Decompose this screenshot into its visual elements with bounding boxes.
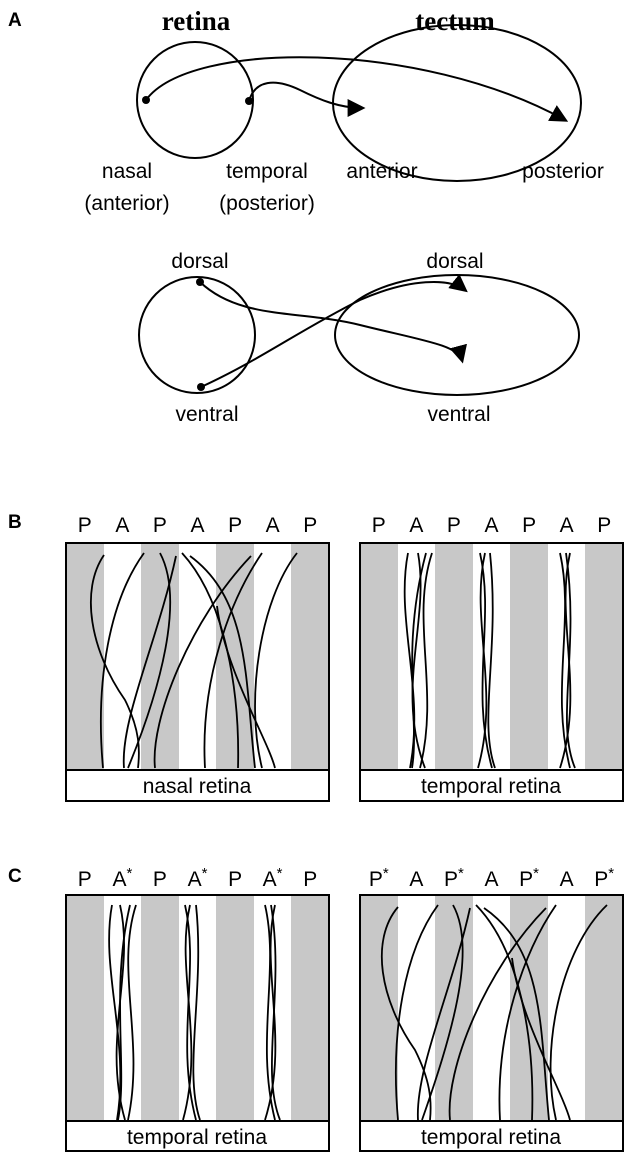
- strip-label: P*: [519, 865, 539, 891]
- nasal-dot: [142, 96, 150, 104]
- panel-b-left-box: nasal retina: [65, 542, 330, 802]
- strip-label: P*: [369, 865, 389, 891]
- stripe-p: [141, 543, 179, 770]
- stripe-p: [360, 543, 398, 770]
- panel-b: B nasal retina: [8, 512, 624, 802]
- nasal-sub-label: (anterior): [84, 192, 169, 215]
- ventral-to-dorsal-arrow: [200, 273, 468, 388]
- strip-label: P: [78, 514, 92, 537]
- panel-a-letter: A: [8, 10, 22, 31]
- strip-label: A*: [112, 865, 132, 891]
- caption-box: [65, 1120, 330, 1152]
- strip-label: P: [153, 514, 167, 537]
- stripe-p: [585, 543, 623, 770]
- stripe-p: [141, 895, 179, 1122]
- tectum-dorsal-label: dorsal: [426, 250, 483, 273]
- temporal-retina-caption-left: temporal retina: [127, 1126, 267, 1149]
- stripe-p: [216, 895, 254, 1122]
- retina-circle-top: [136, 41, 254, 159]
- tectum-title: tectum: [415, 6, 495, 36]
- caption-box: [359, 1120, 624, 1152]
- caption-box: [359, 769, 624, 802]
- panel-b-letter: B: [8, 512, 22, 533]
- panel-c-left-box: temporal retina: [65, 894, 330, 1152]
- temporal-retina-caption: temporal retina: [421, 775, 561, 798]
- strip-label: P: [228, 868, 242, 891]
- axon-curves: [89, 552, 298, 769]
- strip-label: A: [560, 868, 574, 891]
- panel-c: C temporal retina: [8, 866, 624, 1152]
- strip-label: A: [190, 514, 204, 537]
- stripe-p: [66, 543, 104, 770]
- stripe-p: [435, 543, 473, 770]
- strip-label: A: [560, 514, 574, 537]
- panel-c-letter: C: [8, 866, 22, 887]
- dorsal-to-ventral-arrow: [199, 281, 467, 364]
- tectum-ventral-label: ventral: [427, 403, 490, 426]
- stripe-p: [291, 543, 329, 770]
- temporal-sub-label: (posterior): [219, 192, 315, 215]
- strip-label: P*: [444, 865, 464, 891]
- strip-label: A: [409, 868, 423, 891]
- strip-label: P: [153, 868, 167, 891]
- stripe-bg: [66, 543, 329, 770]
- axon-curves: [403, 552, 576, 769]
- nasal-to-posterior-arrow: [145, 56, 569, 122]
- nasal-retina-caption: nasal retina: [143, 775, 252, 798]
- retina-ventral-label: ventral: [175, 403, 238, 426]
- retina-ventral-dot: [197, 383, 205, 391]
- posterior-label: posterior: [522, 160, 604, 183]
- tectum-ellipse-bottom: [334, 274, 580, 396]
- strip-label: P: [228, 514, 242, 537]
- strip-label: P: [303, 868, 317, 891]
- strip-label: P: [303, 514, 317, 537]
- strip-label: A: [409, 514, 423, 537]
- retina-circle-bottom: [138, 276, 256, 394]
- nasal-label: nasal: [102, 160, 152, 183]
- strip-label: A: [484, 868, 498, 891]
- stripe-p: [510, 895, 548, 1122]
- retina-dorsal-label: dorsal: [171, 250, 228, 273]
- temporal-label: temporal: [226, 160, 308, 183]
- stripe-p: [216, 543, 254, 770]
- strip-label: P*: [594, 865, 614, 891]
- strip-labels-c-left: P A* P A* P A* P: [78, 865, 317, 891]
- temporal-retina-caption-right: temporal retina: [421, 1126, 561, 1149]
- axon-curves: [108, 904, 281, 1121]
- stripe-p: [585, 895, 623, 1122]
- strip-label: A*: [188, 865, 208, 891]
- panel-c-right-box: temporal retina: [359, 894, 624, 1152]
- panel-a: A retina tectum nasal (anterior) tempora…: [8, 6, 604, 426]
- strip-label: P: [372, 514, 386, 537]
- tectum-ellipse-top: [332, 24, 582, 182]
- stripe-p: [291, 895, 329, 1122]
- strip-label: P: [597, 514, 611, 537]
- strip-label: A*: [263, 865, 283, 891]
- strip-label: P: [447, 514, 461, 537]
- strip-label: A: [115, 514, 129, 537]
- strip-labels-c-right: P* A P* A P* A P*: [369, 865, 614, 891]
- axon-curves: [380, 904, 608, 1121]
- strip-label: A: [484, 514, 498, 537]
- strip-label: A: [266, 514, 280, 537]
- panel-b-right-box: temporal retina: [359, 542, 624, 802]
- stripe-p: [510, 543, 548, 770]
- temporal-dot: [245, 97, 253, 105]
- retina-title: retina: [162, 6, 231, 36]
- caption-box: [65, 769, 330, 802]
- stripe-bg: [360, 895, 623, 1122]
- anterior-label: anterior: [346, 160, 417, 183]
- temporal-to-anterior-arrow: [248, 81, 366, 117]
- retina-dorsal-dot: [196, 278, 204, 286]
- strip-label: P: [78, 868, 92, 891]
- stripe-p: [66, 895, 104, 1122]
- strip-label: P: [522, 514, 536, 537]
